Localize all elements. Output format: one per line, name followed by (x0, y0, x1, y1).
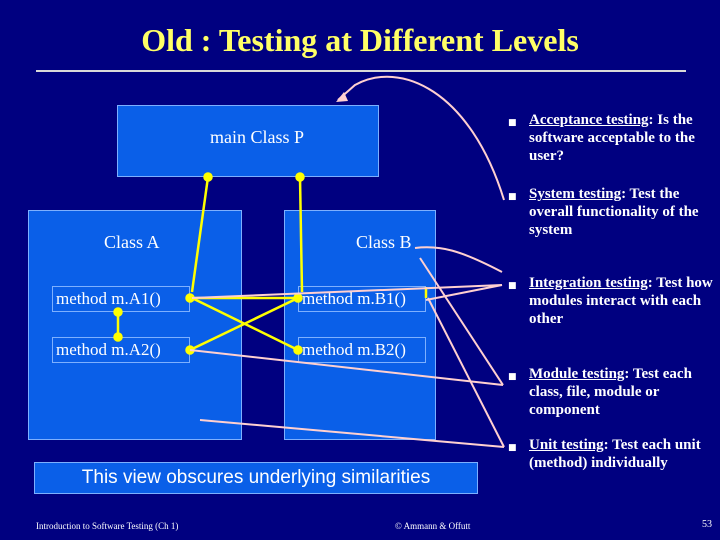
square-bullet-icon: ■ (508, 281, 517, 291)
unit-term: Unit testing (529, 437, 604, 453)
method-b1-box: method m.B1() (298, 286, 426, 312)
bullet-unit: ■ Unit testing: Test each unit (method) … (508, 436, 713, 472)
main-class-label: main Class P (210, 127, 305, 147)
slide-title: Old : Testing at Different Levels (141, 22, 579, 58)
class-b-label: Class B (356, 232, 412, 252)
page-number: 53 (702, 519, 712, 530)
module-term: Module testing (529, 366, 625, 382)
arrowhead-acceptance (336, 92, 348, 102)
acceptance-term: Acceptance testing (529, 112, 649, 128)
square-bullet-icon: ■ (508, 118, 517, 128)
title-divider (36, 70, 686, 72)
method-b2-box: method m.B2() (298, 337, 426, 363)
bullet-module: ■ Module testing: Test each class, file,… (508, 365, 713, 419)
pointer-unit-1 (427, 297, 505, 448)
footer-copyright: © Ammann & Offutt (395, 521, 471, 531)
pointer-integration-2 (425, 284, 503, 301)
main-class-box (117, 105, 379, 177)
method-a2-box: method m.A2() (52, 337, 190, 363)
module-desc: : Test each class, file, module or compo… (529, 366, 692, 418)
system-desc: : Test the overall functionality of the … (529, 186, 699, 238)
square-bullet-icon: ■ (508, 192, 517, 202)
class-a-label: Class A (104, 232, 160, 252)
system-term: System testing (529, 186, 622, 202)
acceptance-desc: : Is the software acceptable to the user… (529, 112, 695, 164)
integration-term: Integration testing (529, 275, 648, 291)
method-a1-box: method m.A1() (52, 286, 190, 312)
square-bullet-icon: ■ (508, 372, 517, 382)
square-bullet-icon: ■ (508, 443, 517, 453)
similarities-banner: This view obscures underlying similariti… (34, 462, 478, 494)
bullet-acceptance: ■ Acceptance testing: Is the software ac… (508, 111, 713, 165)
integration-desc: : Test how modules interact with each ot… (529, 275, 713, 327)
unit-desc: : Test each unit (method) individually (529, 437, 701, 471)
footer-course: Introduction to Software Testing (Ch 1) (36, 521, 179, 531)
bullet-integration: ■ Integration testing: Test how modules … (508, 274, 713, 328)
bullet-system: ■ System testing: Test the overall funct… (508, 185, 713, 239)
